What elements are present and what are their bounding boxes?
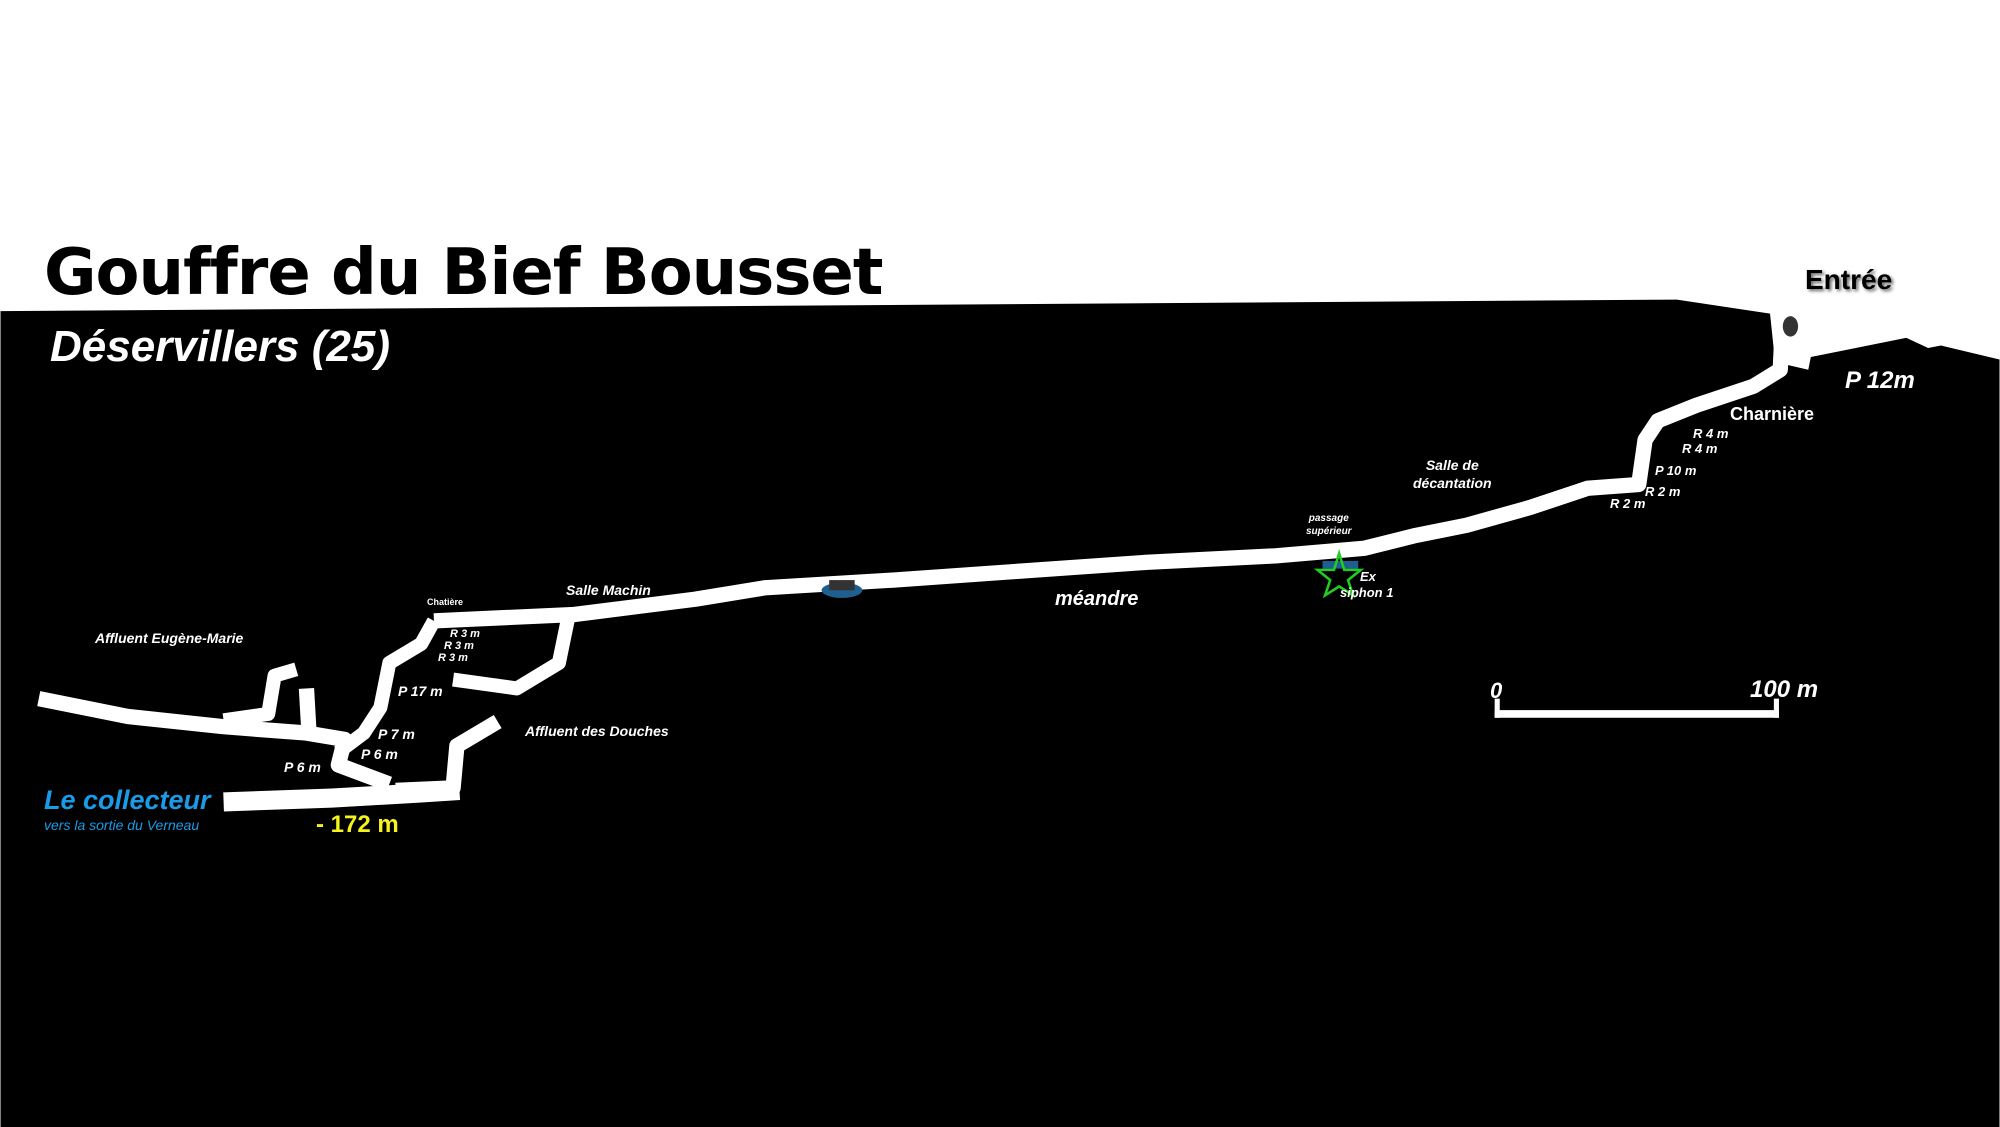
label-p6a: P 6 m [361, 746, 398, 762]
scale-bar-start: 0 [1490, 678, 1503, 703]
label-collecteur-sub: vers la sortie du Verneau [44, 817, 200, 833]
affluent-douches-passage [395, 715, 502, 799]
label-collecteur: Le collecteur [44, 785, 211, 815]
label-p12: P 12m [1845, 367, 1915, 394]
label-chatiere: Chatière [427, 597, 464, 607]
label-line: supérieur [1306, 526, 1352, 537]
label-salle-decantation: Salle de décantation [1413, 456, 1492, 492]
entrance-boulder [1782, 316, 1799, 337]
label-r4a: R 4 m [1693, 426, 1729, 441]
label-r3c: R 3 m [438, 652, 468, 664]
label-meandre: méandre [1055, 588, 1139, 610]
boulder [829, 580, 855, 591]
scale-bar-end: 100 m [1750, 676, 1819, 703]
star-marker-icon [1313, 548, 1365, 599]
label-affluent-douches: Affluent des Douches [525, 723, 669, 739]
label-r2a: R 2 m [1645, 484, 1681, 499]
siphon-water [1322, 560, 1359, 569]
label-r3b: R 3 m [444, 640, 474, 652]
label-line: décantation [1413, 475, 1492, 491]
main-gallery [433, 318, 1791, 629]
west-route [334, 617, 441, 758]
label-p6b: P 6 m [284, 759, 321, 775]
label-r2b: R 2 m [1610, 496, 1646, 511]
label-affluent-eugene: Affluent Eugène-Marie [95, 630, 244, 646]
label-line: Salle de [1425, 457, 1479, 473]
shaft-branch [298, 688, 317, 734]
label-p17: P 17 m [398, 683, 443, 699]
label-depth: - 172 m [316, 811, 399, 838]
label-line: passage [1308, 513, 1349, 524]
label-p10: P 10 m [1655, 463, 1697, 478]
label-r3a: R 3 m [450, 628, 480, 640]
label-entree: Entrée [1805, 264, 1893, 295]
label-passage-superieur: passage supérieur [1306, 512, 1352, 538]
page-subtitle: Déservillers (25) [50, 322, 390, 371]
cave-passages [37, 318, 1791, 812]
label-line: Ex [1360, 569, 1376, 584]
label-line: siphon 1 [1340, 585, 1394, 600]
label-r4b: R 4 m [1682, 441, 1718, 456]
machin-loop [452, 618, 575, 696]
scale-bar [1494, 698, 1779, 718]
rock-mass [0, 299, 2000, 1127]
label-salle-machin: Salle Machin [566, 582, 651, 598]
label-charniere: Charnière [1730, 404, 1815, 424]
eugene-side [222, 662, 299, 728]
label-p7: P 7 m [378, 726, 415, 742]
page-title: Gouffre du Bief Bousset [44, 236, 883, 310]
